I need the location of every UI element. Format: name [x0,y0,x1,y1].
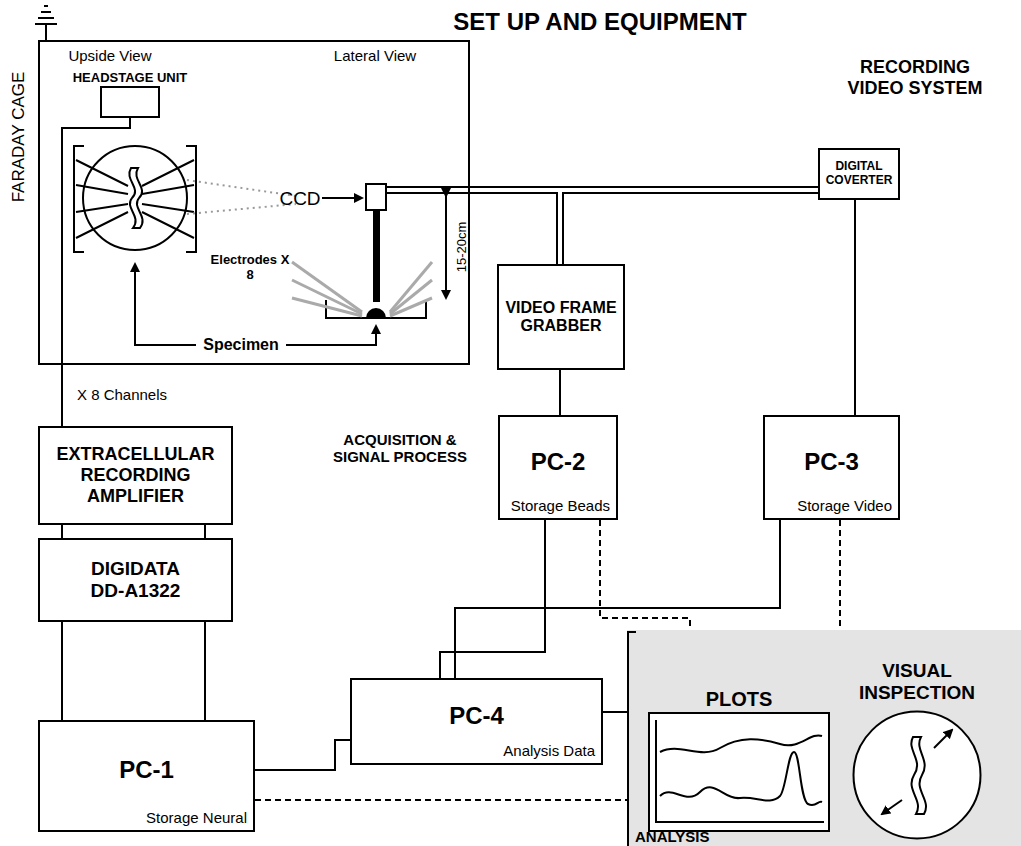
plot-curves [656,720,824,822]
connector [560,370,561,415]
node-text: PC-2 [531,448,586,476]
upside-view [74,146,296,252]
connector [62,622,205,720]
digitizer-box: DIGIDATA DD-A1322 [38,538,233,622]
headstage-box: HEADSTAGE UNIT [100,86,160,118]
connector-line [61,525,63,538]
grabber-box: VIDEO FRAME GRABBER [497,264,625,370]
text-label: Upside View [68,47,151,64]
connector-line [255,740,350,770]
node-text: VIDEO FRAME GRABBER [502,299,620,336]
text-label: X 8 Channels [77,386,167,403]
connector-line [854,200,856,415]
node-text: HEADSTAGE UNIT [73,70,188,85]
node-text: EXTRACELLULAR RECORDING AMPLIFIER [46,444,226,506]
analysis-panel-ground [627,630,1021,846]
computer-box: PC-2Storage Beads [498,415,618,520]
plot-ground [648,712,830,832]
node-text: DIGIDATA DD-A1322 [76,558,196,602]
text-label: Specimen [203,336,279,354]
connector-line [839,520,841,630]
connector-line [204,525,206,538]
computer-box: PC-3Storage Video [763,415,900,520]
connector-line [61,622,63,720]
node-text: Storage Beads [511,497,610,514]
node-text: VISUAL INSPECTION [837,660,997,704]
connector [62,525,205,538]
node-text: Storage Neural [146,809,247,826]
motion-arrows [882,730,952,814]
connector [603,712,627,713]
text-label: Electrodes X 8 [208,253,292,283]
converter-box: DIGITAL COVERTER [818,148,900,200]
connector-line [62,118,130,426]
diagram-title: SET UP AND EQUIPMENT [453,8,746,36]
node-text: PC-1 [119,756,174,784]
analysis-panel: ANALYSISPLOTSVISUAL INSPECTION [627,630,1021,846]
circle-outline [852,710,982,840]
connector [255,800,627,801]
text-label: CCD [279,188,320,210]
connector-line [255,799,627,801]
computer-box: PC-4Analysis Data [350,678,603,765]
inspection-disk [853,711,981,839]
faraday-cage: FARADAY CAGEHEADSTAGE UNIT [38,40,470,365]
computer-box: PC-1Storage Neural [38,720,255,832]
node-text: PC-3 [804,448,859,476]
connector [455,520,780,678]
text-label: RECORDING VIDEO SYSTEM [845,57,985,98]
connector [62,118,130,426]
connector-line [559,370,561,415]
node-text: Storage Video [797,497,892,514]
inspection-circle: VISUAL INSPECTION [852,710,982,840]
node-text: FARADAY CAGE [9,72,29,203]
connector [255,740,350,770]
connector-line [603,711,627,713]
video-cable [386,187,818,264]
node-text: DIGITAL COVERTER [824,160,894,188]
specimen-worm-top [911,737,926,814]
connector-line [204,622,206,720]
node-text: PC-4 [449,702,504,730]
text-label: Lateral View [334,47,416,64]
node-text: Analysis Data [503,742,595,759]
connector-line [600,520,690,630]
circle-outline [854,712,981,839]
connector [600,520,690,630]
connector [855,200,856,415]
connector-line [455,520,780,678]
text-label: 15-20cm [455,222,470,273]
plots-box: PLOTS [648,712,830,832]
ground-symbol [35,6,57,40]
specimen-pointers [135,264,376,345]
amplifier-box: EXTRACELLULAR RECORDING AMPLIFIER [38,426,233,525]
node-text: PLOTS [706,688,773,711]
text-label: ACQUISITION & SIGNAL PROCESS [330,431,470,466]
panel-bracket [628,632,636,846]
connector [840,520,841,630]
